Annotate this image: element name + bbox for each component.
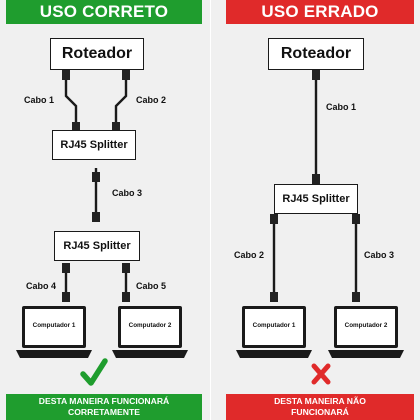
panel-correct-usage: USO CORRETO Roteador Ca (0, 0, 211, 420)
checkmark-icon (80, 358, 108, 386)
footer-line-2: FUNCIONARÁ (291, 407, 349, 417)
splitter-label: RJ45 Splitter (282, 193, 350, 205)
router-box: Roteador (50, 38, 144, 70)
rj45-splitter-2: RJ45 Splitter (54, 231, 140, 261)
computer-2-label: Computador 2 (128, 322, 172, 329)
router-box: Roteador (268, 38, 364, 70)
footer-correct-usage: DESTA MANEIRA FUNCIONARÁ CORRETAMENTE (6, 394, 202, 420)
footer-line-1: DESTA MANEIRA FUNCIONARÁ (38, 396, 170, 406)
cable-5-label: Cabo 5 (136, 281, 167, 291)
splitter-1-label: RJ45 Splitter (60, 139, 128, 151)
footer-line-1: DESTA MANEIRA NÃO (274, 396, 366, 406)
x-mark-icon (311, 363, 331, 385)
cable-3-label: Cabo 3 (364, 250, 395, 260)
cable-1-label: Cabo 1 (326, 102, 357, 112)
header-correct-usage: USO CORRETO (6, 0, 202, 24)
footer-line-2: CORRETAMENTE (68, 407, 140, 417)
computer-1-label: Computador 1 (32, 322, 76, 329)
panel-wrong-usage: USO ERRADO Roteador Cabo 1 RJ45 Splitter… (210, 0, 420, 420)
cable-1-label: Cabo 1 (24, 95, 55, 105)
laptop-icon (328, 306, 404, 358)
cable-3-label: Cabo 3 (112, 188, 143, 198)
cable-wiring (270, 70, 360, 302)
computer-2-label: Computador 2 (344, 322, 388, 329)
cable-2-label: Cabo 2 (136, 95, 167, 105)
router-label: Roteador (61, 45, 133, 62)
computer-1-label: Computador 1 (252, 322, 296, 329)
header-wrong-usage: USO ERRADO (226, 0, 414, 24)
splitter-2-label: RJ45 Splitter (63, 240, 131, 252)
cable-wiring (62, 70, 130, 302)
footer-wrong-usage: DESTA MANEIRA NÃO FUNCIONARÁ (226, 394, 414, 420)
header-title: USO ERRADO (261, 2, 379, 21)
laptop-icon (236, 306, 312, 358)
router-label: Roteador (280, 45, 352, 62)
laptop-icon (112, 306, 188, 358)
cable-2-label: Cabo 2 (234, 250, 265, 260)
rj45-splitter: RJ45 Splitter (274, 184, 358, 214)
laptop-icon (16, 306, 92, 358)
rj45-splitter-1: RJ45 Splitter (52, 130, 136, 160)
cable-4-label: Cabo 4 (26, 281, 57, 291)
header-title: USO CORRETO (39, 2, 169, 21)
